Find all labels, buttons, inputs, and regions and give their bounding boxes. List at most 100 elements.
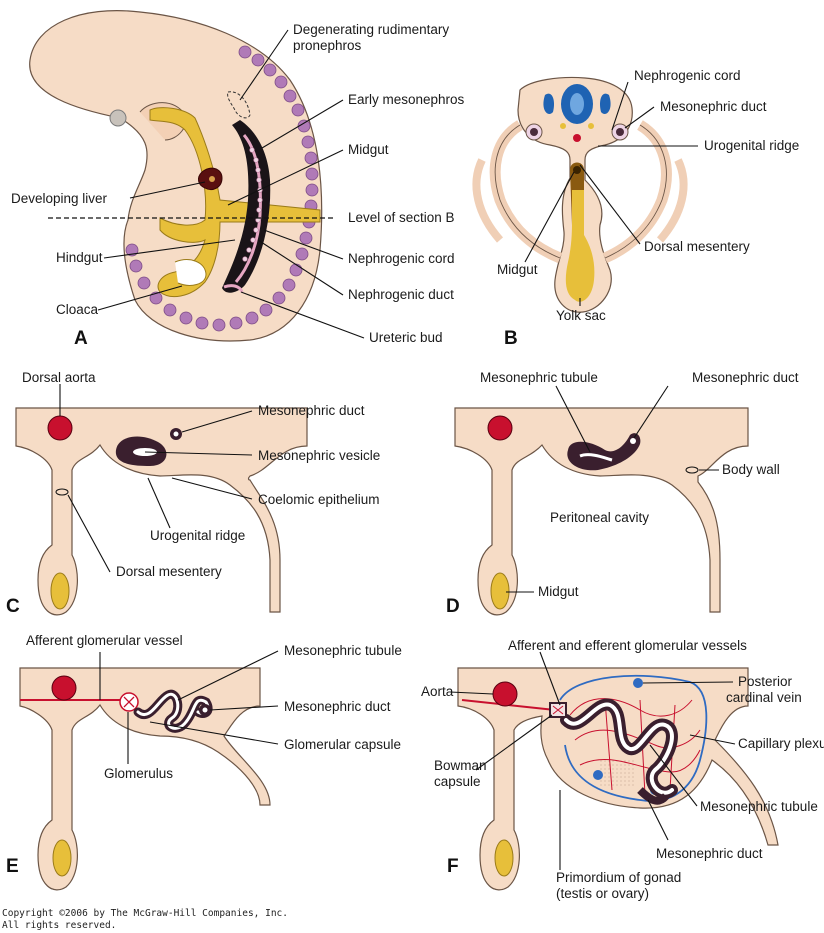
panel-label-d: D — [446, 596, 460, 617]
optic-vesicle-icon — [109, 109, 127, 127]
body-wall-left-line — [494, 124, 561, 259]
tubule-lumen-e — [136, 692, 210, 730]
label-urogenital-ridge-c: Urogenital ridge — [150, 528, 245, 543]
dorsal-aorta-c — [47, 415, 73, 441]
panel-c-section — [15, 407, 308, 616]
panel-c-labels: Dorsal aorta Mesonephric duct Mesonephri… — [6, 370, 380, 617]
label-dorsal-mesentery-c: Dorsal mesentery — [116, 564, 222, 579]
amnion-left — [472, 158, 504, 243]
mesonephric-duct-left — [530, 128, 538, 136]
cloaca-lumen — [174, 259, 207, 286]
panel-b-section — [472, 76, 688, 313]
mesonephric-duct-f — [637, 787, 669, 805]
aorta-b — [573, 134, 581, 142]
ureteric-bud — [223, 284, 244, 293]
label-cloaca: Cloaca — [56, 302, 99, 317]
label-glomerular-vessels: Afferent and efferent glomerular vessels — [508, 638, 747, 653]
dorsal-aorta-d — [487, 415, 513, 441]
mesentery-marker-c — [55, 488, 69, 496]
label-glomerular-capsule: Glomerular capsule — [284, 737, 401, 752]
panel-label-f: F — [447, 856, 459, 877]
label-developing-liver: Developing liver — [11, 191, 108, 206]
body-wall-marker — [685, 466, 699, 474]
amnion-right — [656, 158, 688, 243]
label-yolk-sac: Yolk sac — [556, 308, 606, 323]
midgut-e — [52, 839, 72, 877]
label-dorsal-mesentery-b: Dorsal mesentery — [644, 239, 750, 254]
label-mesonephric-duct-b: Mesonephric duct — [660, 99, 767, 114]
label-afferent-vessel: Afferent glomerular vessel — [26, 633, 183, 648]
label-bowman: Bowman — [434, 758, 487, 773]
copyright-line-1: Copyright ©2006 by The McGraw-Hill Compa… — [2, 908, 288, 919]
label-body-wall: Body wall — [722, 462, 780, 477]
label-mesonephric-duct-d: Mesonephric duct — [692, 370, 799, 385]
tubule-lumen-d — [579, 453, 613, 462]
panel-d-labels: Mesonephric tubule Mesonephric duct Body… — [446, 370, 799, 617]
yolk-sac-b — [565, 190, 595, 302]
panel-f-labels: Afferent and efferent glomerular vessels… — [421, 638, 824, 901]
label-gonad-primordium: Primordium of gonad — [556, 870, 681, 885]
notochord-b2 — [588, 123, 594, 129]
panel-f-section — [457, 667, 779, 891]
section-d-body — [454, 407, 749, 616]
copyright-notice: Copyright ©2006 by The McGraw-Hill Compa… — [2, 908, 288, 931]
panel-b-labels: Nephrogenic cord Mesonephric duct Urogen… — [497, 68, 799, 349]
capillary-plexus — [569, 698, 701, 796]
label-cardinal-vein: cardinal vein — [726, 690, 802, 705]
panel-e-section — [19, 667, 271, 891]
posterior-cardinal-vessel — [559, 674, 708, 802]
panel-label-a: A — [74, 328, 88, 349]
label-mesonephric-tubule-d: Mesonephric tubule — [480, 370, 598, 385]
aorta-f — [492, 681, 518, 707]
neural-canal — [570, 93, 584, 115]
label-glomerulus: Glomerulus — [104, 766, 173, 781]
label-mesonephric-duct-f: Mesonephric duct — [656, 846, 763, 861]
label-midgut-d: Midgut — [538, 584, 579, 599]
label-aorta-f: Aorta — [421, 684, 454, 699]
label-midgut-a: Midgut — [348, 142, 389, 157]
panel-label-b: B — [504, 328, 518, 349]
midgut-f — [494, 839, 514, 877]
mesonephric-tubules-a — [242, 147, 263, 262]
posterior-cardinal-vein — [633, 678, 643, 688]
label-section-b: Level of section B — [348, 210, 455, 225]
label-peritoneal-cavity: Peritoneal cavity — [550, 510, 649, 525]
label-hindgut: Hindgut — [56, 250, 103, 265]
midgut-lumen — [573, 166, 581, 174]
glomerulus-capillaries-e — [123, 696, 135, 708]
section-e-body — [19, 667, 271, 891]
glomerulus-f — [552, 705, 564, 715]
cardinal-node-1 — [593, 770, 603, 780]
aorta-e — [51, 675, 77, 701]
body-wall-right-line — [604, 124, 667, 259]
label-capillary-plexus: Capillary plexus — [738, 736, 824, 751]
label-bowman-capsule: capsule — [434, 774, 481, 789]
tubule-lumen-f — [564, 702, 674, 795]
gonad-primordium-dots — [598, 760, 634, 788]
label-nephrogenic-cord-b: Nephrogenic cord — [634, 68, 741, 83]
label-early-mesonephros: Early mesonephros — [348, 92, 465, 107]
label-nephrogenic-duct: Nephrogenic duct — [348, 287, 454, 302]
label-posterior: Posterior — [738, 674, 793, 689]
duct-lumen-c — [173, 431, 179, 437]
midgut-d — [490, 572, 510, 610]
liver-lumen — [209, 176, 215, 182]
duct-lumen-e — [202, 707, 208, 713]
panel-label-e: E — [6, 856, 19, 877]
somite-right-b — [599, 93, 611, 115]
notochord-b — [560, 123, 566, 129]
label-mesonephric-duct-c: Mesonephric duct — [258, 403, 365, 418]
panel-e-labels: Afferent glomerular vessel Mesonephric t… — [6, 633, 402, 877]
label-testis-ovary: (testis or ovary) — [556, 886, 649, 901]
somite-left-b — [543, 93, 555, 115]
label-pronephros-2: pronephros — [293, 38, 362, 53]
duct-lumen-d — [630, 438, 636, 444]
label-nephrogenic-cord-a: Nephrogenic cord — [348, 251, 455, 266]
label-urogenital-ridge-b: Urogenital ridge — [704, 138, 799, 153]
label-mesonephric-tubule-e: Mesonephric tubule — [284, 643, 402, 658]
somites — [125, 45, 319, 332]
label-pronephros: Degenerating rudimentary — [293, 22, 449, 37]
midgut-c — [50, 572, 70, 610]
copyright-line-2: All rights reserved. — [2, 919, 117, 931]
